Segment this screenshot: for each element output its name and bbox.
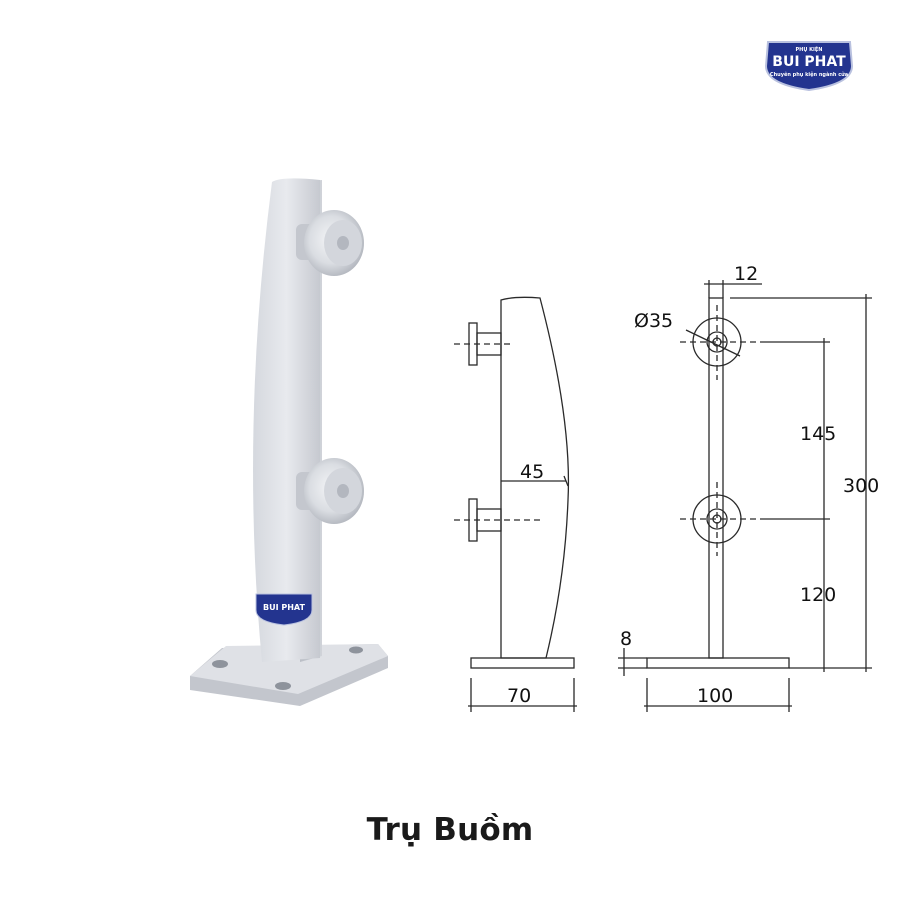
dim-diameter-label: Ø35 bbox=[634, 310, 673, 332]
post-3d-render: BUI PHAT bbox=[190, 178, 388, 706]
brand-small-text: PHỤ KIỆN bbox=[796, 45, 823, 53]
dim-base-front-label: 100 bbox=[697, 685, 733, 707]
post-brand-badge: BUI PHAT bbox=[255, 593, 313, 626]
base-hole bbox=[275, 682, 291, 690]
brand-badge: PHỤ KIỆN BUI PHAT Chuyên phụ kiện ngành … bbox=[764, 41, 854, 92]
product-title: Trụ Buồm bbox=[366, 812, 534, 848]
lower-clamp-disc bbox=[296, 458, 364, 524]
dim-upper-spacing-label: 145 bbox=[800, 423, 836, 445]
side-view-base bbox=[470, 657, 575, 669]
base-hole bbox=[212, 660, 228, 668]
side-view-upper-fitting bbox=[454, 322, 510, 366]
brand-logo: PHỤ KIỆN BUI PHAT Chuyên phụ kiện ngành … bbox=[762, 36, 856, 92]
dim-leader-diameter bbox=[685, 329, 741, 357]
side-view-drawing bbox=[454, 296, 577, 712]
side-view-post bbox=[500, 296, 570, 659]
front-view-upper-disc bbox=[680, 305, 756, 380]
dim-base-side-label: 70 bbox=[507, 685, 531, 707]
upper-clamp-disc bbox=[296, 210, 364, 276]
brand-name: BUI PHAT bbox=[772, 54, 846, 70]
dim-offset-label: 45 bbox=[520, 461, 544, 483]
dim-lower-spacing-label: 120 bbox=[800, 584, 836, 606]
dim-top-width-label: 12 bbox=[734, 263, 758, 285]
brand-tagline: Chuyên phụ kiện ngành cửa bbox=[770, 71, 848, 78]
post-badge-name: BUI PHAT bbox=[263, 603, 305, 612]
base-hole bbox=[349, 646, 363, 654]
front-view-lower-disc bbox=[680, 482, 756, 556]
front-view-base bbox=[646, 657, 790, 669]
dim-base-thickness-label: 8 bbox=[620, 628, 632, 650]
dim-total-height-label: 300 bbox=[843, 475, 879, 497]
front-view-drawing bbox=[618, 280, 872, 712]
side-view-lower-fitting bbox=[454, 498, 540, 542]
base-plate-top bbox=[190, 644, 388, 694]
post-front-face bbox=[253, 178, 320, 662]
